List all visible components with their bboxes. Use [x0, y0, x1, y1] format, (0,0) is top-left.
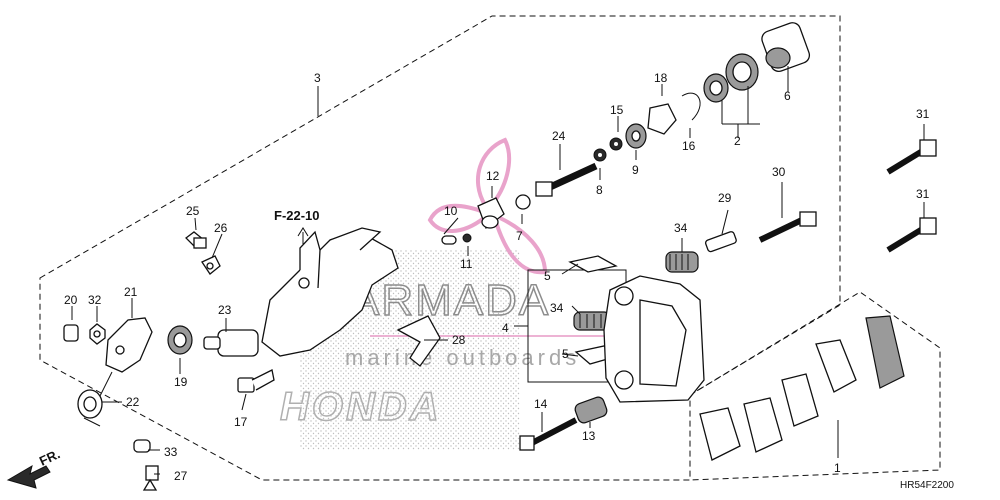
callout-29: 29 [718, 191, 732, 205]
seal-2a [725, 53, 759, 91]
callout-6: 6 [784, 89, 791, 103]
callout-34-upper: 34 [674, 221, 688, 235]
callouts: 1 2 3 4 5 5 6 7 8 9 10 11 12 13 14 15 16… [64, 71, 930, 483]
callout-20: 20 [64, 293, 78, 307]
callout-7: 7 [516, 229, 523, 243]
clip-16 [681, 92, 701, 121]
callout-18: 18 [654, 71, 668, 85]
piston-6 [761, 22, 811, 73]
cap-33 [133, 439, 151, 453]
callout-1: 1 [834, 461, 841, 475]
callout-12: 12 [486, 169, 500, 183]
spring [77, 371, 113, 427]
bolt-30 [758, 211, 817, 243]
pad-set-outline [689, 291, 941, 481]
spring-9 [625, 123, 647, 149]
callout-16: 16 [682, 139, 696, 153]
callout-5-upper: 5 [544, 269, 551, 283]
nut-7 [515, 194, 531, 210]
callout-24: 24 [552, 129, 566, 143]
callout-14: 14 [534, 397, 548, 411]
callout-8: 8 [596, 183, 603, 197]
watermark-brand: ARMADA [350, 276, 550, 325]
bolt-17 [237, 369, 275, 393]
piston-23 [203, 329, 259, 357]
shim-5-upper [568, 255, 618, 273]
callout-11: 11 [460, 257, 473, 271]
callout-34-mid: 34 [550, 301, 564, 315]
bleeder-12 [477, 197, 505, 230]
washer-8 [593, 148, 607, 162]
callout-2: 2 [734, 134, 741, 148]
brake-pads [699, 315, 905, 461]
washer-15 [609, 137, 623, 151]
callout-27: 27 [174, 469, 188, 483]
front-direction-label: FR. [37, 446, 62, 468]
bolt-31-upper [886, 139, 937, 175]
caliper-bracket [261, 227, 399, 357]
callout-10: 10 [444, 204, 458, 218]
pad-retainer-plate [105, 317, 153, 373]
bleeder-25 [185, 231, 207, 249]
figure-code: HR54F2200 [900, 480, 954, 491]
front-direction-arrow [6, 464, 51, 489]
boot-13 [574, 396, 608, 424]
bolt-24 [535, 162, 598, 197]
nut-20 [63, 324, 79, 342]
callout-5-lower: 5 [562, 347, 569, 361]
callout-23: 23 [218, 303, 232, 317]
washer-11 [462, 233, 472, 243]
callout-31-upper: 31 [916, 107, 930, 121]
watermark-tagline: marine outboards [345, 345, 580, 370]
seal-2b [703, 73, 729, 103]
bolt-31-lower [886, 217, 937, 253]
callout-30: 30 [772, 165, 786, 179]
callout-21: 21 [124, 285, 138, 299]
callout-25: 25 [186, 204, 200, 218]
callout-31-lower: 31 [916, 187, 930, 201]
callout-9: 9 [632, 163, 639, 177]
callout-22: 22 [126, 395, 140, 409]
callout-3: 3 [314, 71, 321, 85]
callout-28: 28 [452, 333, 466, 347]
callout-15: 15 [610, 103, 624, 117]
watermark-logo-text: HONDA [280, 385, 442, 429]
section-reference: F-22-10 [274, 208, 320, 223]
section-ref-arrow [297, 227, 309, 244]
cap-26 [201, 255, 221, 275]
bracket-28 [396, 315, 441, 367]
pin-29 [704, 231, 737, 253]
callout-4: 4 [502, 321, 509, 335]
cap-10 [441, 235, 457, 245]
bolt-27 [142, 465, 159, 491]
callout-19: 19 [174, 375, 188, 389]
callout-32: 32 [88, 293, 102, 307]
caliper-body [603, 275, 705, 403]
callout-13: 13 [582, 429, 596, 443]
callout-17: 17 [234, 415, 248, 429]
spring-seat-18 [647, 103, 677, 135]
callout-33: 33 [164, 445, 178, 459]
bolt-14 [519, 417, 578, 451]
boot-34-upper [665, 251, 699, 273]
callout-26: 26 [214, 221, 228, 235]
leader-lines [71, 66, 925, 475]
